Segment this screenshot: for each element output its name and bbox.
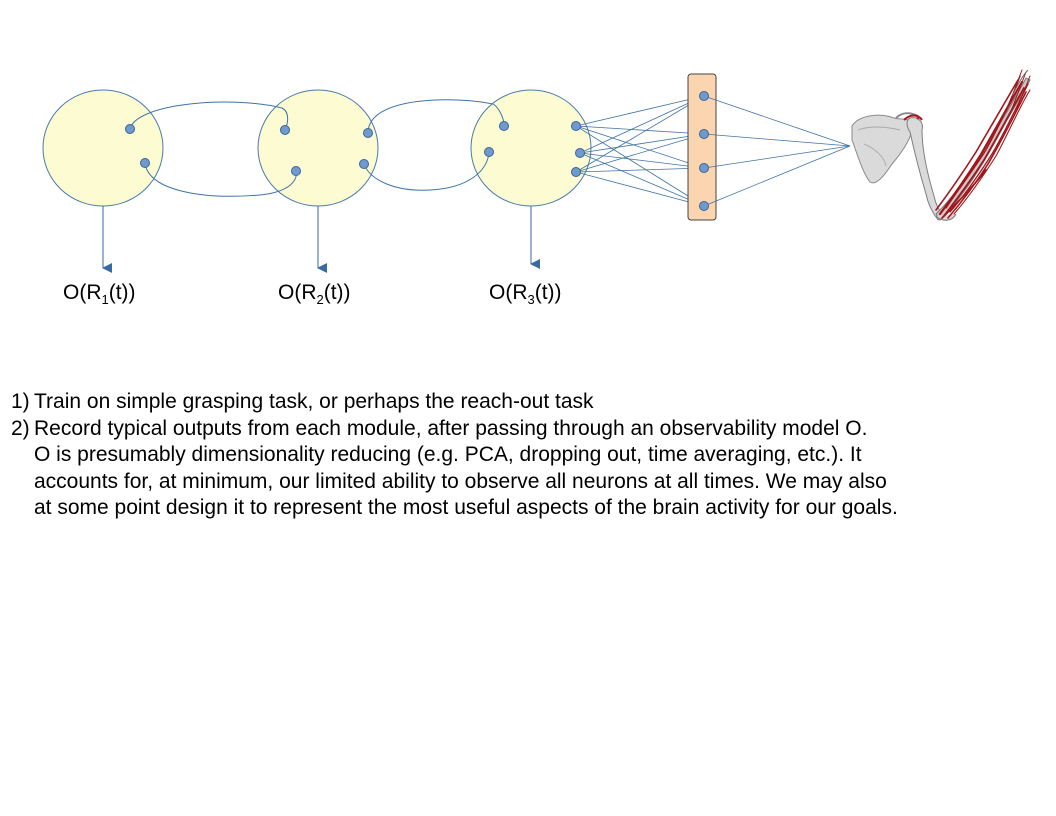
humerus-bone [906,117,945,221]
node-r3-c [571,121,581,131]
node-r2-a [280,125,290,135]
node-output-4 [699,201,709,211]
network-nodes [125,91,709,211]
connection-r1-to-r2-top [129,101,289,130]
output-label-r1-prefix: O(R [63,281,102,304]
output-layer-bar [687,73,717,221]
output-label-r1-suffix: (t)) [108,281,136,304]
notes-list: 1) Train on simple grasping task, or per… [11,389,1041,522]
note-number: 2) [11,416,30,440]
output-label-r2-subscript: 2 [316,292,324,307]
output-label-r2-prefix: O(R [278,281,317,304]
node-r2-b [291,166,301,176]
node-r3-b [484,147,494,157]
node-r1-b [140,158,150,168]
note-item-2: 2) Record typical outputs from each modu… [11,416,1041,522]
note-text: Train on simple grasping task, or perhap… [34,389,1041,416]
note-line: Record typical outputs from each module,… [34,416,868,440]
note-line: at some point design it to represent the… [34,496,898,519]
output-label-r1-subscript: 1 [101,292,109,307]
node-r2-c [363,128,373,138]
note-line: O is presumably dimensionality reducing … [34,443,862,466]
connection-r2-to-r3-top [367,99,505,134]
note-line: Train on simple grasping task, or perhap… [34,390,594,413]
node-output-1 [699,91,709,101]
node-r3-a [499,121,509,131]
module3-to-output-connections [575,95,705,207]
output-label-r3-suffix: (t)) [534,281,562,304]
node-r2-d [359,159,369,169]
output-arrows [102,206,540,273]
connection-r1-to-r2-bottom [144,163,297,197]
node-r3-e [571,167,581,177]
output-label-r2: O(R2(t)) [278,281,351,307]
module-r2 [257,89,379,207]
output-label-r3-subscript: 3 [527,292,535,307]
output-to-effector-connections [703,95,851,207]
arm-skeleton-image [851,69,1031,221]
node-r3-d [575,148,585,158]
forearm-muscles [935,69,1031,219]
note-line: accounts for, at minimum, our limited ab… [34,469,887,493]
note-text: Record typical outputs from each module,… [34,416,1041,522]
output-label-r3-prefix: O(R [489,281,528,304]
node-output-2 [699,129,709,139]
note-number: 1) [11,390,30,413]
inter-module-connections [129,99,505,197]
scapula-bone [851,114,913,184]
node-r1-a [125,124,135,134]
output-label-r2-suffix: (t)) [323,281,351,304]
output-label-r3: O(R3(t)) [489,281,562,307]
output-label-r1: O(R1(t)) [63,281,136,307]
connection-r2-to-r3-bottom [363,152,490,191]
modular-network-diagram [42,69,1031,273]
note-item-1: 1) Train on simple grasping task, or per… [11,389,1041,416]
module-r1 [42,89,164,207]
node-output-3 [699,163,709,173]
